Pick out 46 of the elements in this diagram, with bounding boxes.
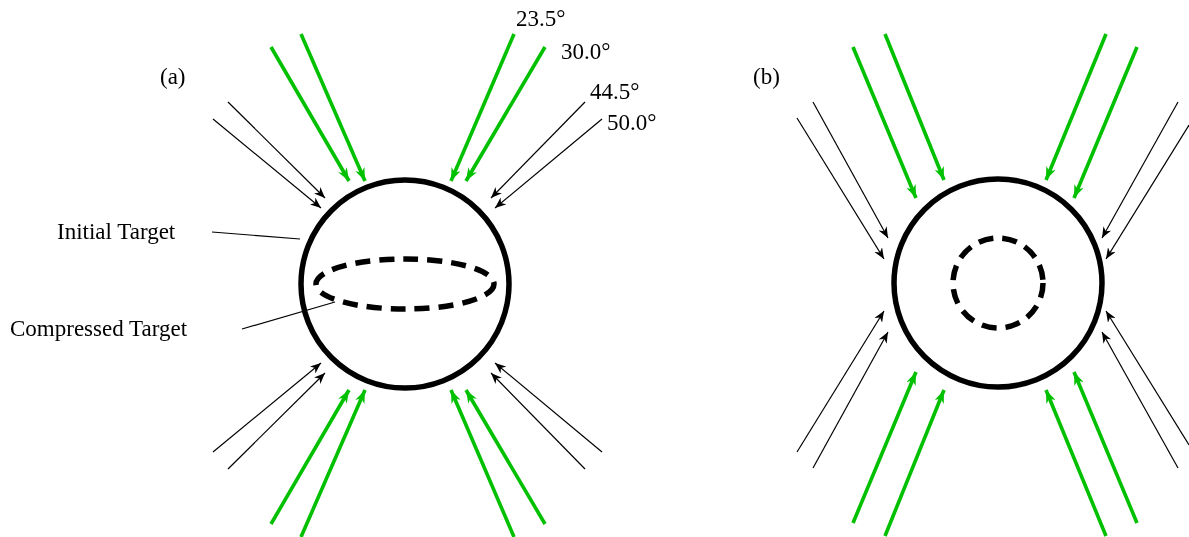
panel-label: (b) <box>753 64 780 90</box>
beam-arrow <box>796 310 885 453</box>
beam-arrow <box>494 118 603 209</box>
beam-arrow <box>812 101 889 239</box>
angle-label: 44.5° <box>590 79 640 105</box>
beam-arrow <box>1072 46 1139 199</box>
angle-label: 23.5° <box>516 6 566 32</box>
beam-arrow <box>227 372 326 470</box>
beam-arrow <box>1044 389 1108 537</box>
beam-arrow <box>1105 124 1189 260</box>
beam-arrow <box>851 46 918 199</box>
beam-arrow <box>812 331 889 469</box>
beam-arrow <box>449 389 516 537</box>
beam-arrow <box>269 46 351 182</box>
compressed-target-ellipse <box>312 255 498 313</box>
angle-label: 50.0° <box>607 110 657 136</box>
beam-arrow <box>1101 101 1179 239</box>
beam-arrow <box>299 389 367 537</box>
beam-arrow <box>212 118 322 209</box>
beam-arrow <box>1044 33 1108 181</box>
beam-arrow <box>299 33 367 182</box>
beam-arrow <box>449 33 516 182</box>
beam-arrow <box>883 389 946 537</box>
leader-line <box>241 301 336 330</box>
target-label: Initial Target <box>57 219 176 245</box>
angle-label: 30.0° <box>561 39 611 65</box>
panel-label: (a) <box>160 64 186 90</box>
target-circle <box>890 175 1106 391</box>
beam-arrow <box>796 117 885 260</box>
beam-arrow <box>490 372 586 470</box>
beam-arrow <box>1101 331 1179 469</box>
beam-arrow <box>227 101 326 199</box>
beam-arrow <box>851 371 918 524</box>
beam-arrow <box>464 46 547 182</box>
leader-line <box>211 231 301 240</box>
beam-arrow <box>212 362 322 453</box>
compressed-target-circle <box>949 234 1047 332</box>
beam-arrow <box>269 389 351 525</box>
beam-arrow <box>490 101 586 199</box>
target-label: Compressed Target <box>10 316 188 342</box>
beam-arrow <box>494 362 603 453</box>
beam-arrow <box>883 33 946 181</box>
beam-arrow <box>464 389 547 525</box>
beam-arrow <box>1072 371 1139 524</box>
target-circle <box>297 176 513 392</box>
beam-arrow <box>1105 310 1189 446</box>
